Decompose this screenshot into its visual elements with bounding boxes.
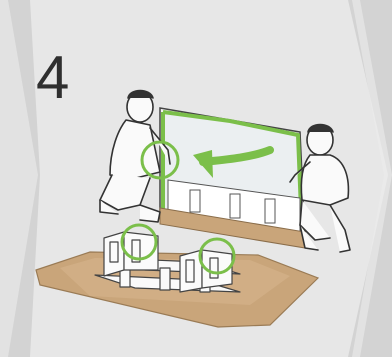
tv-panel — [160, 108, 305, 248]
step-number: 4 — [36, 44, 69, 111]
